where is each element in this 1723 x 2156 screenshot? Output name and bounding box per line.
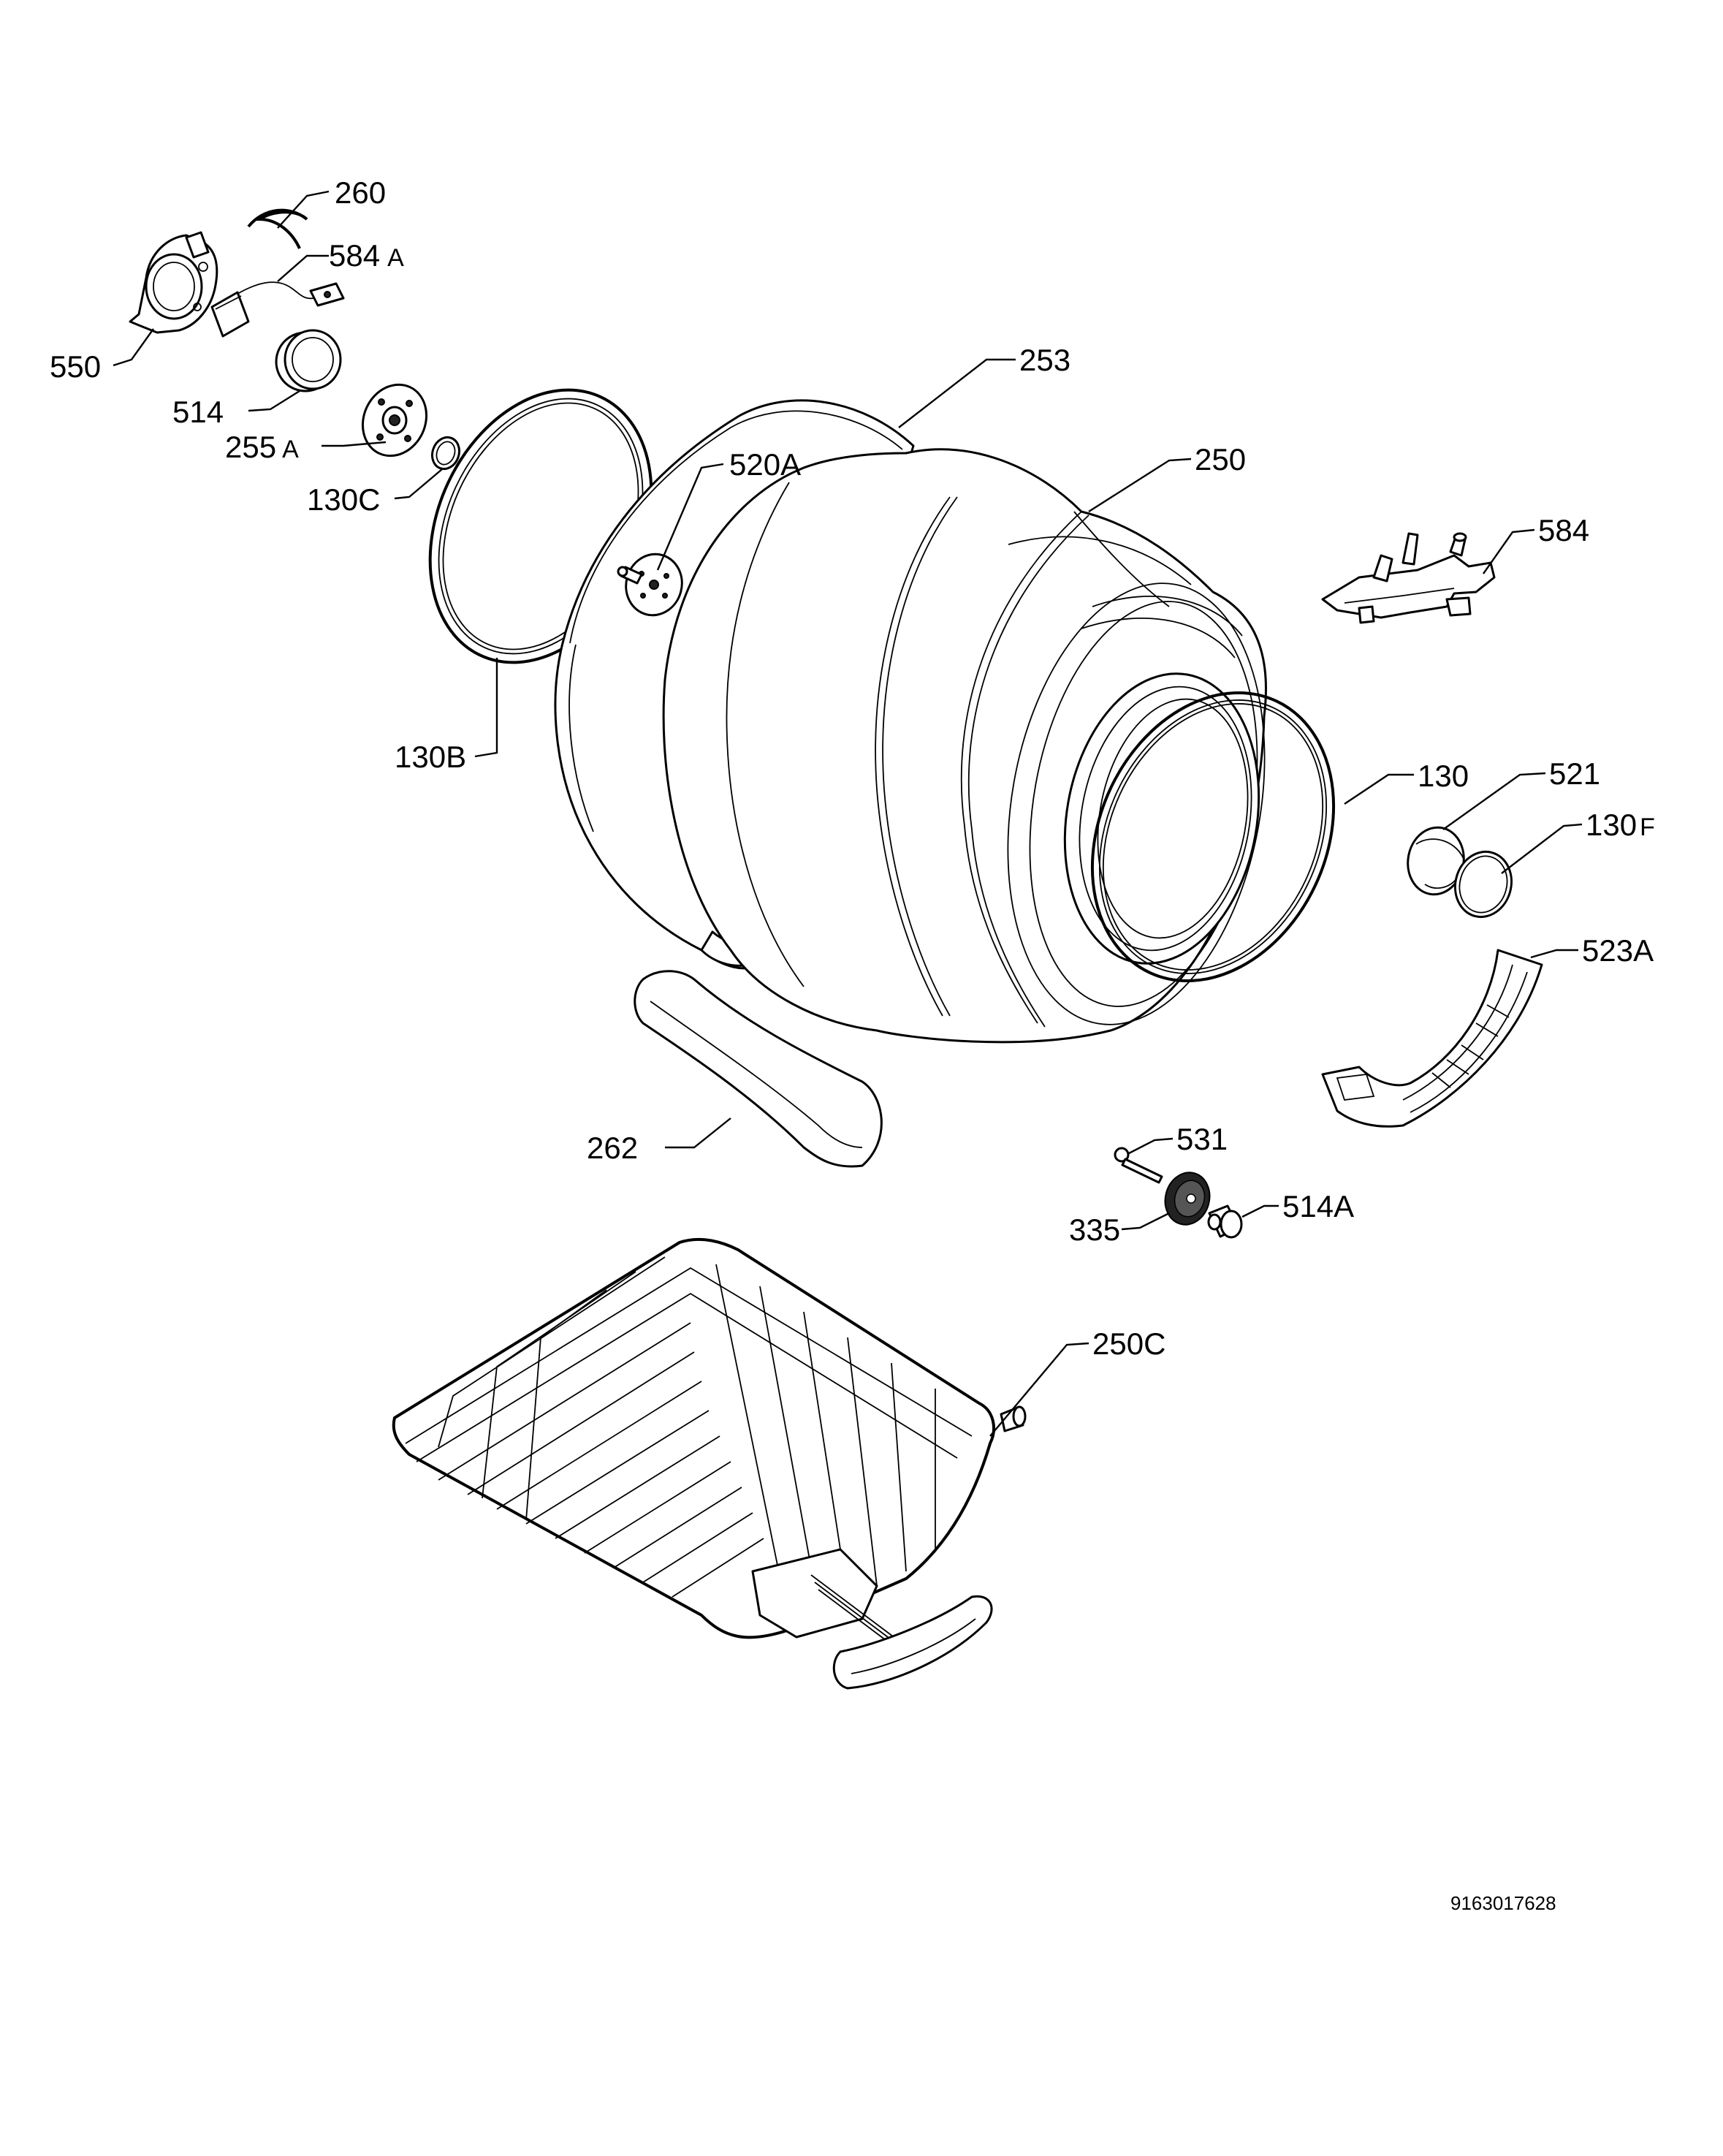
label-260: 260	[335, 175, 386, 210]
label-250c: 250C	[1092, 1326, 1165, 1361]
part-531-screw	[1114, 1147, 1163, 1184]
part-250c-rack	[392, 1237, 1027, 1690]
part-584a-sensor	[210, 281, 345, 338]
part-262-lifter	[634, 970, 883, 1168]
label-523a: 523A	[1582, 933, 1654, 968]
leader-531	[1128, 1137, 1174, 1155]
part-335-roller	[1164, 1172, 1211, 1226]
part-514-bearing	[275, 329, 342, 392]
leader-253	[898, 358, 1016, 428]
part-250-drum	[662, 448, 1267, 1044]
leader-523a	[1530, 949, 1578, 959]
leader-262	[665, 1117, 731, 1149]
leader-260	[277, 190, 330, 229]
part-130c-ring	[430, 436, 461, 471]
leader-550	[113, 328, 154, 367]
label-130b: 130B	[395, 740, 466, 774]
label-550: 550	[50, 349, 101, 384]
label-253: 253	[1019, 343, 1070, 377]
part-130f-ring	[1453, 850, 1513, 919]
label-130c: 130C	[307, 482, 380, 517]
leader-250c	[989, 1342, 1089, 1437]
leader-335	[1121, 1212, 1170, 1231]
part-520a-flange	[617, 553, 683, 617]
leader-130	[1344, 773, 1414, 805]
leader-521	[1442, 772, 1546, 830]
leader-130c	[394, 468, 443, 500]
document-number: 9163017628	[1450, 1892, 1556, 1914]
part-255a-hub	[361, 383, 428, 458]
label-250: 250	[1195, 442, 1246, 477]
label-531: 531	[1176, 1122, 1228, 1156]
part-584-switch	[1321, 532, 1496, 624]
leader-130b	[474, 658, 498, 758]
part-523a-shroud	[1321, 949, 1543, 1128]
label-514a: 514A	[1282, 1189, 1354, 1223]
label-521: 521	[1549, 756, 1600, 791]
part-514a-bushing	[1207, 1204, 1243, 1239]
part-550-bracket	[129, 231, 218, 334]
label-584: 584	[1538, 513, 1589, 547]
label-520a: 520A	[729, 447, 801, 482]
leader-255a	[322, 441, 387, 447]
label-262: 262	[587, 1131, 638, 1165]
label-335: 335	[1069, 1212, 1120, 1247]
leader-514	[248, 390, 300, 412]
leader-520a	[656, 463, 724, 571]
leader-584a	[277, 254, 329, 282]
leader-130f	[1501, 823, 1583, 874]
leader-250	[1088, 458, 1192, 513]
label-514: 514	[172, 395, 224, 429]
leader-514a	[1241, 1204, 1279, 1218]
leader-lines	[113, 190, 1583, 1437]
leader-584	[1483, 528, 1535, 574]
label-130: 130	[1418, 759, 1469, 793]
part-260-clip	[247, 208, 308, 249]
part-130-front-seal	[1090, 691, 1336, 983]
